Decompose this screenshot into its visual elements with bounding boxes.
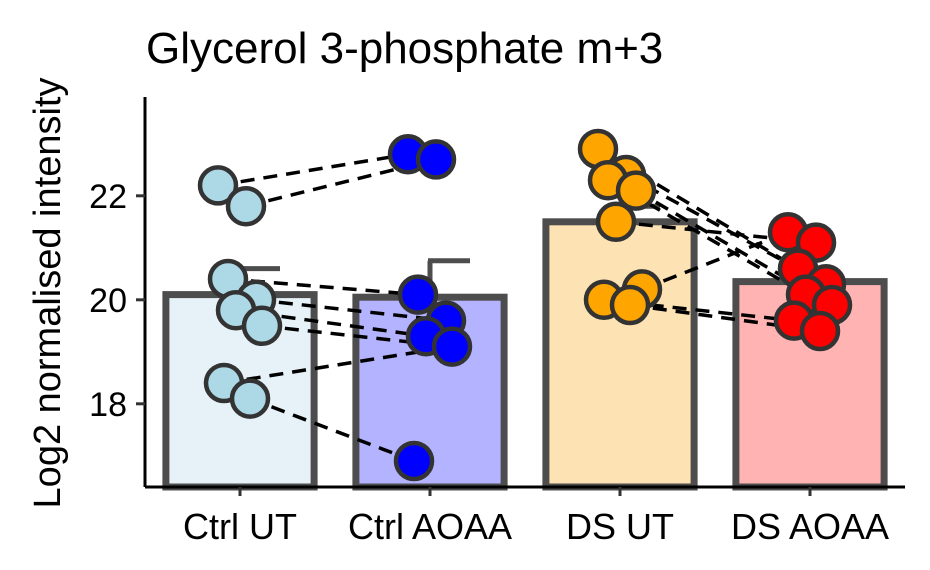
point-0-0 — [197, 165, 239, 206]
point-1-2 — [397, 274, 439, 315]
y-tick-label-20: 20 — [89, 282, 127, 320]
point-3-7 — [799, 310, 841, 352]
pair-line-5 — [261, 324, 453, 349]
x-tick-label-1: Ctrl AOAA — [348, 506, 512, 547]
pair-line-0 — [217, 152, 409, 188]
point-1-5 — [431, 326, 473, 367]
point-2-7 — [609, 284, 651, 326]
y-tick-label-18: 18 — [89, 386, 127, 424]
pair-line-3 — [255, 298, 447, 323]
bar-2 — [542, 218, 698, 491]
points-layer — [197, 128, 853, 482]
bars-layer — [162, 218, 888, 491]
pair-line-8 — [597, 147, 799, 271]
pair-line-10 — [607, 178, 807, 297]
y-tick-label-22: 22 — [89, 178, 127, 216]
point-2-4 — [595, 201, 637, 243]
pair-line-6 — [223, 344, 453, 385]
point-2-3 — [615, 170, 657, 211]
pair-line-13 — [641, 230, 789, 292]
point-0-7 — [229, 378, 271, 419]
y-axis-label: Log2 normalised intensity — [27, 78, 69, 509]
point-1-1 — [415, 139, 457, 180]
x-tick-label-0: Ctrl UT — [183, 506, 297, 547]
chart-title: Glycerol 3-phosphate m+3 — [146, 24, 663, 73]
pair-line-15 — [629, 303, 821, 333]
pair-line-7 — [249, 396, 415, 463]
point-0-1 — [225, 185, 267, 227]
x-tick-label-3: DS AOAA — [731, 506, 889, 547]
point-0-5 — [241, 305, 283, 347]
x-tick-label-2: DS UT — [566, 506, 674, 547]
point-1-6 — [393, 440, 435, 482]
